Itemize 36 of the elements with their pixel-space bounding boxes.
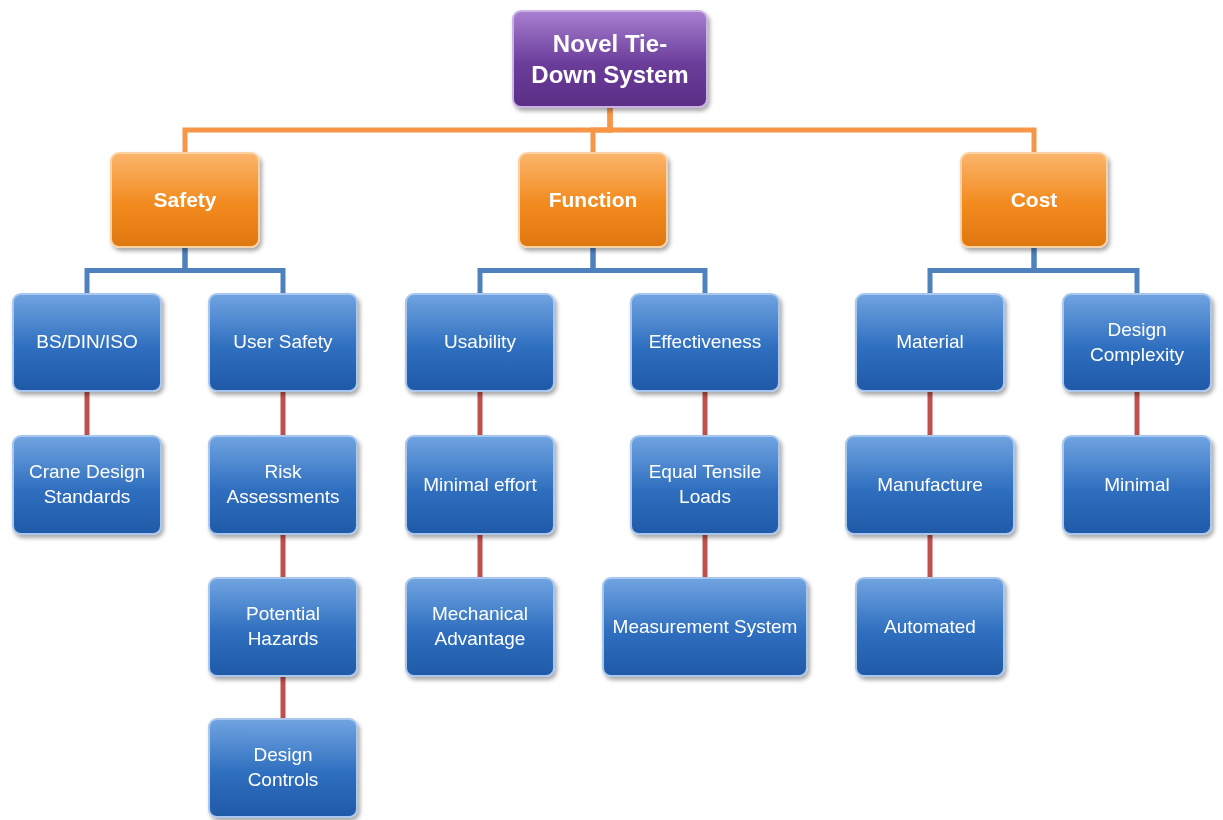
- connector-line: [1031, 248, 1140, 293]
- connector-line: [477, 392, 483, 435]
- criteria-box: Material: [855, 293, 1005, 392]
- criteria-box: Crane Design Standards: [12, 435, 162, 535]
- criteria-box: Equal Tensile Loads: [630, 435, 780, 535]
- category-box: Function: [518, 152, 668, 248]
- criteria-box: Usability: [405, 293, 555, 392]
- category-box: Safety: [110, 152, 260, 248]
- criteria-box: User Safety: [208, 293, 358, 392]
- criteria-box: Minimal: [1062, 435, 1212, 535]
- connector-line: [607, 108, 1037, 152]
- connector-line: [1134, 392, 1140, 435]
- criteria-box: Design Complexity: [1062, 293, 1212, 392]
- connector-line: [702, 392, 708, 435]
- connector-line: [927, 392, 933, 435]
- criteria-box: Minimal effort: [405, 435, 555, 535]
- criteria-box: Design Controls: [208, 718, 358, 818]
- category-box: Cost: [960, 152, 1108, 248]
- criteria-box: Measurement System: [602, 577, 808, 677]
- criteria-box: Automated: [855, 577, 1005, 677]
- connector-line: [280, 677, 286, 718]
- criteria-box: Risk Assessments: [208, 435, 358, 535]
- criteria-box: Manufacture: [845, 435, 1015, 535]
- connector-line: [927, 535, 933, 577]
- criteria-box: Potential Hazards: [208, 577, 358, 677]
- connector-line: [84, 392, 90, 435]
- criteria-box: Effectiveness: [630, 293, 780, 392]
- criteria-box: BS/DIN/ISO: [12, 293, 162, 392]
- connector-line: [477, 535, 483, 577]
- connector-line: [182, 248, 286, 293]
- connector-line: [280, 392, 286, 435]
- connector-line: [702, 535, 708, 577]
- connector-line: [590, 248, 708, 293]
- connector-line: [280, 535, 286, 577]
- criteria-box: Mechanical Advantage: [405, 577, 555, 677]
- root-box: Novel Tie-Down System: [512, 10, 708, 108]
